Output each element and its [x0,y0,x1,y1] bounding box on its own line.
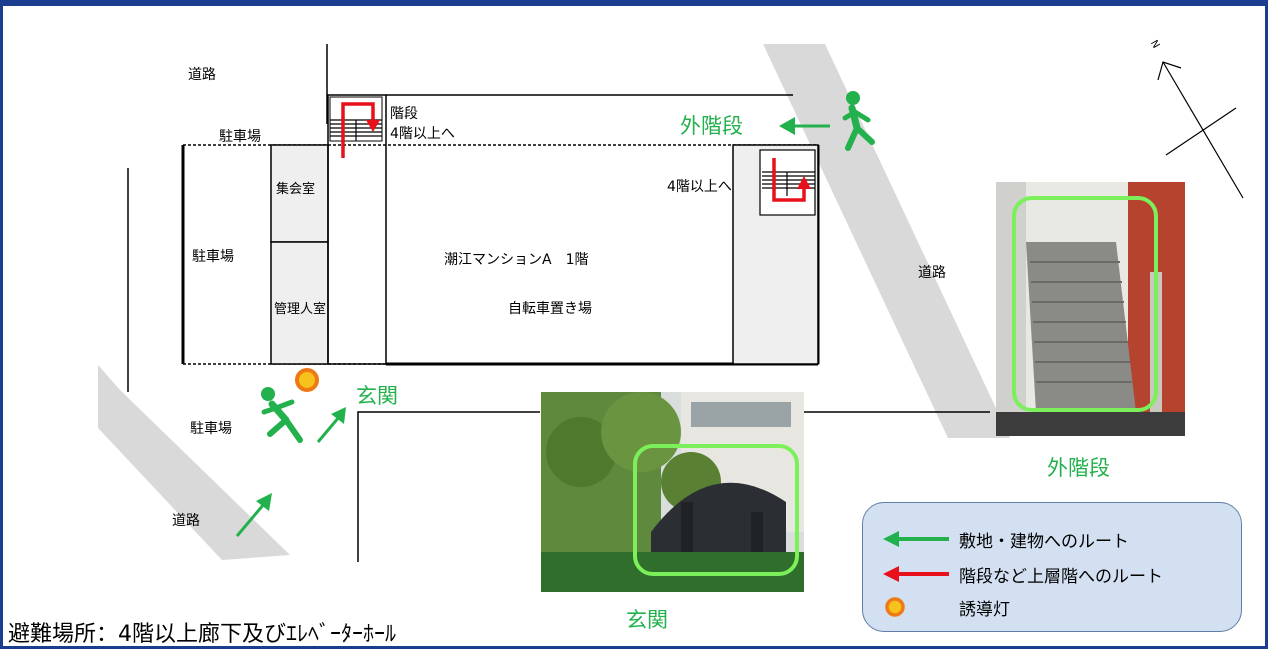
legend-guide-light: 誘導灯 [881,593,1010,621]
entrance-photo-caption: 玄関 [626,608,668,632]
red-arrow-head [797,176,811,189]
stair-corridor [327,94,387,365]
stairs-up-label: 4階以上へ [667,179,732,195]
parking-label: 駐車場 [219,129,261,145]
red-stair-arrow-right [772,158,806,202]
entrance-highlight [633,444,799,576]
outer-stairs-highlight [1012,196,1158,412]
compass-north-icon: N [1148,39,1244,199]
green-arrow-head [779,117,795,135]
outer-stairs-photo [996,182,1185,436]
stairs-label: 階段 [390,106,418,122]
building-title: 潮江マンションA 1階 [444,252,589,268]
meeting-room-label: 集会室 [276,182,316,197]
red-arrow-icon [883,566,949,582]
site-line [357,411,540,562]
meeting-room [270,144,329,243]
manager-room-label: 管理人室 [274,302,327,317]
guide-light-icon [885,597,905,617]
legend: 敷地・建物へのルート 階段など上層階へのルート 誘導灯 [862,502,1242,632]
legend-guide-label: 誘導灯 [959,599,1010,620]
green-arrow-road [235,503,266,537]
green-arrow-head [331,407,346,424]
parking-label: 駐車場 [190,421,232,437]
legend-red-label: 階段など上層階へのルート [959,566,1163,587]
road-label: 道路 [172,513,200,529]
road-label: 道路 [918,265,946,281]
shelter-note: 避難場所：4階以上廊下及びｴﾚﾍﾞｰﾀｰﾎｰﾙ [8,622,396,647]
svg-text:N: N [1148,39,1161,51]
outer-stairs-map-label: 外階段 [680,114,743,138]
red-stair-arrow-left [341,102,375,158]
road-label: 道路 [188,67,216,83]
road-top-right [763,44,1010,438]
manager-room [270,241,329,365]
parking-label: 駐車場 [192,249,234,265]
legend-red-route: 階段など上層階へのルート [881,560,1163,588]
green-arrow-icon [883,531,949,547]
running-person-icon [842,91,875,151]
bicycle-area-label: 自転車置き場 [508,301,592,317]
guide-light-icon [295,368,319,392]
entrance-photo [541,392,804,592]
green-arrow-entrance [316,416,341,443]
stairs-up-label: 4階以上へ [390,126,455,142]
green-arrow-head [256,493,272,511]
entrance-map-label: 玄関 [356,384,398,408]
red-arrow-head [366,120,380,132]
road-bottom-left [98,365,290,560]
running-person-icon [261,387,303,443]
outer-stairs-photo-caption: 外階段 [1047,456,1110,480]
legend-green-route: 敷地・建物へのルート [881,525,1129,553]
legend-green-label: 敷地・建物へのルート [959,531,1129,552]
